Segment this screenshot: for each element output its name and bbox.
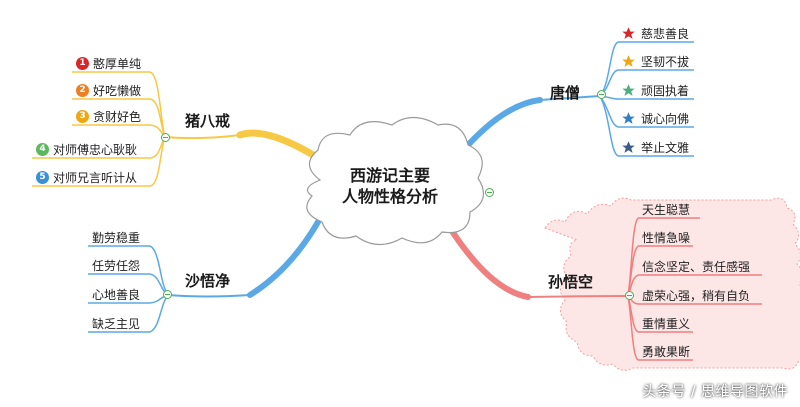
leaf-tangseng-5[interactable]: 举止文雅 bbox=[621, 138, 689, 156]
leaf-zhubajie-1[interactable]: 1 憨厚单纯 bbox=[76, 54, 141, 72]
center-cloud[interactable] bbox=[306, 116, 485, 246]
leaf-zhubajie-5[interactable]: 5 对师兄言听计从 bbox=[36, 168, 137, 186]
leaf-label: 对师兄言听计从 bbox=[53, 170, 138, 185]
sunwukong-collapse-toggle[interactable] bbox=[625, 291, 634, 300]
leaf-label: 憨厚单纯 bbox=[93, 56, 142, 71]
leaf-label: 天生聪慧 bbox=[642, 202, 691, 217]
leaf-label: 对师傅忠心耿耿 bbox=[53, 142, 138, 157]
red-star-icon bbox=[622, 27, 635, 39]
sunwukong-frame bbox=[544, 197, 800, 371]
branch-shawujing[interactable]: 沙悟净 bbox=[185, 272, 231, 290]
leaf-label: 举止文雅 bbox=[641, 140, 690, 155]
leaf-sunwukong-3[interactable]: 信念坚定、责任感强 bbox=[642, 257, 750, 275]
leaf-shawujing-1[interactable]: 勤劳稳重 bbox=[92, 228, 140, 246]
watermark: 头条号 / 思维导图软件 bbox=[642, 384, 788, 400]
leaf-label: 慈悲善良 bbox=[641, 26, 690, 41]
center-topic-line2: 人物性格分析 bbox=[341, 187, 438, 206]
leaf-shawujing-2[interactable]: 任劳任怨 bbox=[92, 256, 140, 274]
navy-star-icon bbox=[622, 141, 635, 153]
leaf-label: 缺乏主见 bbox=[92, 316, 141, 331]
leaf-label: 坚韧不拔 bbox=[641, 54, 690, 69]
leaf-tangseng-3[interactable]: 顽固执着 bbox=[621, 81, 689, 99]
center-collapse-toggle[interactable] bbox=[485, 188, 494, 197]
leaf-sunwukong-5[interactable]: 重情重义 bbox=[642, 314, 690, 332]
leaf-label: 贪财好色 bbox=[93, 109, 142, 124]
blue-star-icon bbox=[622, 112, 635, 124]
green-star-icon bbox=[622, 84, 635, 96]
center-topic-line1: 西游记主要 bbox=[349, 166, 430, 185]
center-topic[interactable]: 西游记主要 人物性格分析 bbox=[305, 165, 475, 207]
leaf-sunwukong-1[interactable]: 天生聪慧 bbox=[642, 200, 690, 218]
leaf-tangseng-1[interactable]: 慈悲善良 bbox=[621, 24, 689, 42]
leaf-label: 信念坚定、责任感强 bbox=[642, 259, 751, 274]
shawujing-collapse-toggle[interactable] bbox=[163, 290, 172, 299]
leaf-label: 虚荣心强，稍有自负 bbox=[642, 288, 751, 303]
priority-3-icon: 3 bbox=[76, 110, 89, 123]
leaf-zhubajie-4[interactable]: 4 对师傅忠心耿耿 bbox=[36, 140, 137, 158]
priority-5-icon: 5 bbox=[36, 171, 49, 184]
leaf-tangseng-4[interactable]: 诚心向佛 bbox=[621, 109, 689, 127]
leaf-label: 重情重义 bbox=[642, 316, 691, 331]
leaf-label: 顽固执着 bbox=[641, 83, 690, 98]
leaf-zhubajie-3[interactable]: 3 贪财好色 bbox=[76, 107, 141, 125]
leaf-label: 性情急噪 bbox=[642, 230, 691, 245]
zhubajie-collapse-toggle[interactable] bbox=[161, 133, 170, 142]
leaf-label: 勤劳稳重 bbox=[92, 230, 141, 245]
tangseng-collapse-toggle[interactable] bbox=[597, 90, 606, 99]
leaf-sunwukong-2[interactable]: 性情急噪 bbox=[642, 228, 690, 246]
leaf-label: 好吃懒做 bbox=[93, 83, 142, 98]
priority-1-icon: 1 bbox=[76, 57, 89, 70]
sunwukong-trunk bbox=[447, 225, 531, 300]
orange-star-icon bbox=[622, 55, 635, 67]
leaf-shawujing-3[interactable]: 心地善良 bbox=[92, 285, 140, 303]
leaf-label: 任劳任怨 bbox=[92, 258, 141, 273]
leaf-shawujing-4[interactable]: 缺乏主见 bbox=[92, 314, 140, 332]
leaf-zhubajie-2[interactable]: 2 好吃懒做 bbox=[76, 81, 141, 99]
shawujing-trunk bbox=[247, 219, 321, 298]
branch-sunwukong[interactable]: 孙悟空 bbox=[548, 273, 594, 291]
leaf-label: 诚心向佛 bbox=[641, 111, 690, 126]
priority-4-icon: 4 bbox=[36, 143, 49, 156]
leaf-sunwukong-6[interactable]: 勇敢果断 bbox=[642, 342, 690, 360]
branch-zhubajie[interactable]: 猪八戒 bbox=[185, 112, 231, 130]
priority-2-icon: 2 bbox=[76, 84, 89, 97]
leaf-label: 心地善良 bbox=[92, 287, 141, 302]
branch-tangseng[interactable]: 唐僧 bbox=[550, 84, 581, 102]
leaf-tangseng-2[interactable]: 坚韧不拔 bbox=[621, 52, 689, 70]
leaf-sunwukong-4[interactable]: 虚荣心强，稍有自负 bbox=[642, 286, 750, 304]
leaf-label: 勇敢果断 bbox=[642, 344, 691, 359]
